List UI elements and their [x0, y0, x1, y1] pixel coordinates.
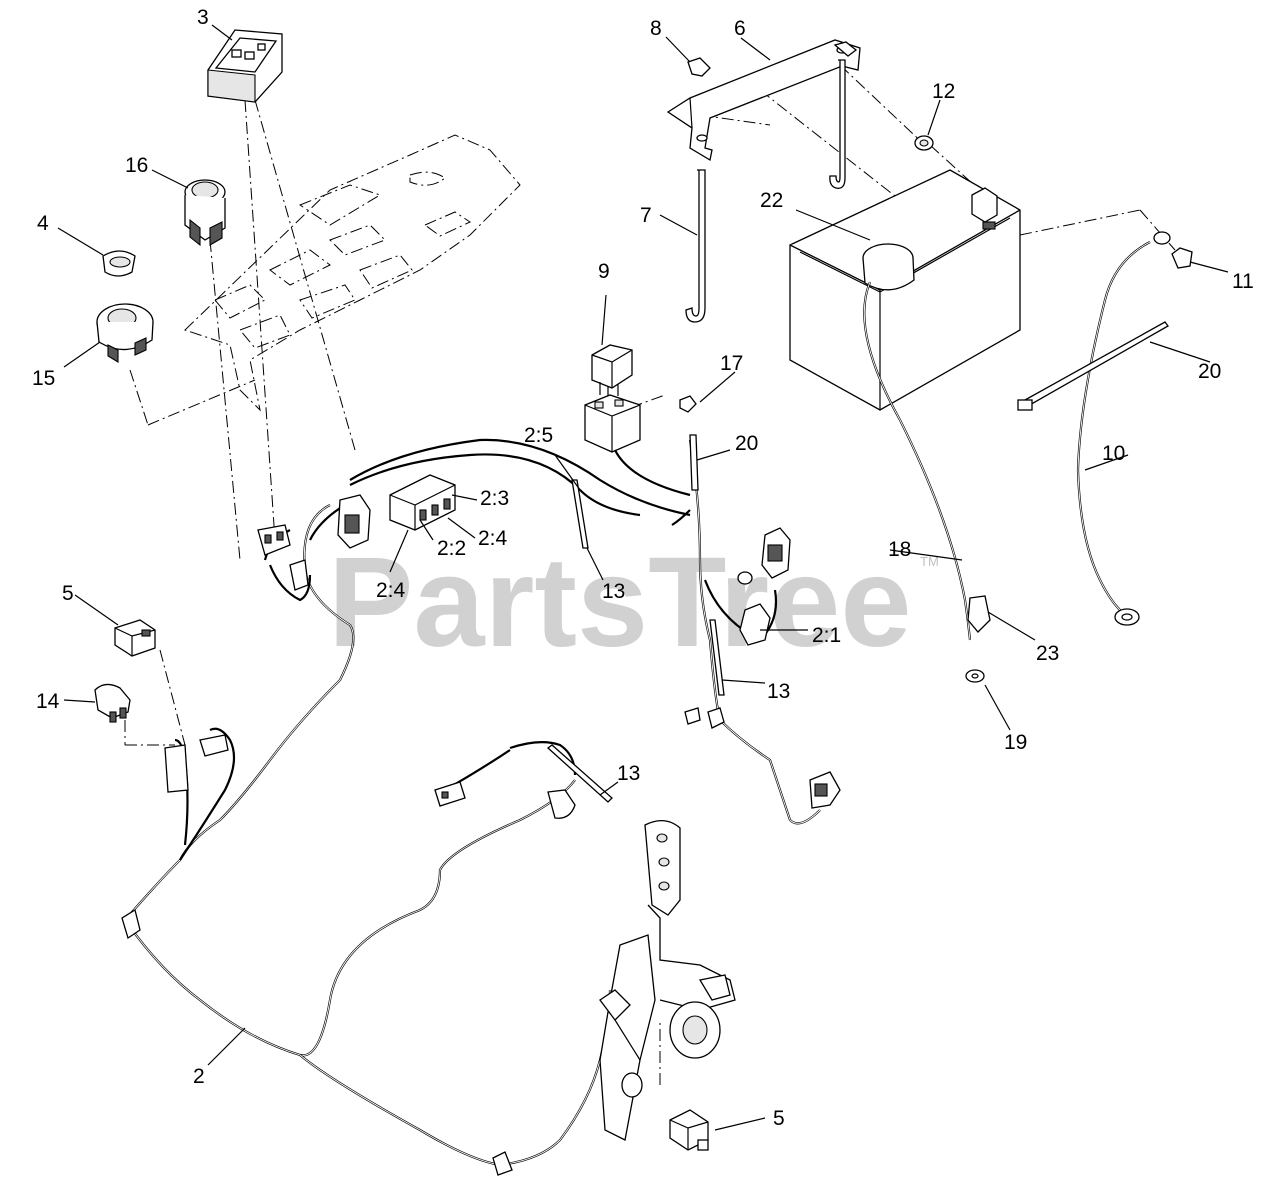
callout-2-3: 2:3 [480, 487, 509, 510]
relay [591, 344, 633, 398]
callout-16: 16 [125, 154, 148, 177]
callout-5-bottom: 5 [773, 1107, 785, 1130]
callout-7: 7 [640, 204, 652, 227]
j-bolts [685, 59, 846, 323]
watermark: PartsTree [328, 531, 912, 674]
callout-5-left: 5 [62, 582, 74, 605]
callout-9: 9 [598, 260, 610, 283]
ignition-switch [96, 303, 154, 363]
callout-12: 12 [932, 80, 955, 103]
seat-switch [114, 619, 156, 657]
callout-17: 17 [720, 352, 743, 375]
callout-3: 3 [197, 6, 209, 29]
callouts: 3 8 6 12 16 22 7 4 11 9 15 17 20 2:5 20 … [32, 6, 1254, 1130]
callout-8: 8 [650, 17, 662, 40]
callout-20-harness: 20 [735, 432, 758, 455]
callout-6: 6 [734, 17, 746, 40]
cable-ties [546, 434, 725, 803]
callout-19: 19 [1004, 731, 1027, 754]
console-panel [184, 134, 521, 412]
callout-2-5: 2:5 [524, 424, 553, 447]
ignition-key [102, 250, 136, 277]
callout-15: 15 [32, 367, 55, 390]
harness-connectors [121, 474, 841, 1176]
battery [789, 169, 1021, 411]
interlock-switch [94, 683, 131, 723]
watermark-trademark: TM [920, 554, 939, 569]
rotary-switch [184, 179, 226, 247]
negative-cable [1076, 231, 1171, 626]
positive-cable [862, 243, 972, 641]
callout-4: 4 [37, 212, 49, 235]
callout-14: 14 [36, 690, 60, 713]
cable-tie-right [1017, 321, 1169, 411]
callout-11: 11 [1232, 270, 1254, 293]
callout-13-right: 13 [767, 680, 790, 703]
relay-screw [679, 395, 697, 413]
brake-lever-assembly [599, 820, 736, 1141]
callout-2-4-top: 2:4 [478, 527, 508, 550]
callout-13-lower: 13 [617, 762, 640, 785]
callout-2-4-bottom: 2:4 [376, 579, 406, 602]
callout-2-1: 2:1 [812, 624, 841, 647]
callout-2: 2 [193, 1065, 205, 1088]
terminal-boot [967, 595, 991, 633]
battery-nut [914, 135, 934, 151]
wing-nut [687, 41, 858, 77]
callout-23: 23 [1036, 642, 1059, 665]
brake-switch [669, 1109, 709, 1151]
cable-bolt [1171, 247, 1193, 269]
callout-18: 18 [888, 538, 911, 561]
washer [965, 669, 985, 683]
display-module [207, 29, 283, 103]
battery-hold-down [666, 39, 861, 162]
leader-lines [57, 24, 1229, 1131]
callout-2-2: 2:2 [437, 537, 466, 560]
callout-13-center: 13 [602, 580, 625, 603]
callout-20-right: 20 [1198, 360, 1221, 383]
callout-22: 22 [760, 189, 783, 212]
callout-10: 10 [1102, 442, 1125, 465]
relay-socket [584, 394, 641, 453]
